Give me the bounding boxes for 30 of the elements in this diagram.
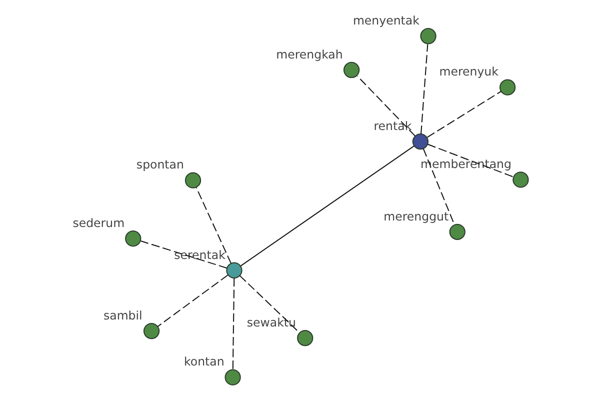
node-label: menyentak — [352, 14, 420, 28]
node-circle — [125, 230, 142, 247]
node-label: merenyuk — [439, 64, 498, 79]
node-circle — [512, 172, 529, 188]
node-circle — [297, 330, 314, 346]
node-circle — [343, 62, 360, 78]
node-circle — [420, 28, 436, 44]
node-circle — [499, 79, 516, 96]
node-label: merengkah — [276, 47, 343, 62]
node-label: sederum — [72, 216, 125, 230]
node-label: rentak — [374, 118, 412, 133]
node-label: spontan — [136, 158, 184, 172]
node-label: kontan — [184, 354, 224, 369]
node-circle — [224, 369, 241, 386]
node-label: sewaktu — [246, 315, 296, 330]
connector — [427, 91, 502, 138]
connector — [232, 278, 235, 370]
node-circle — [412, 133, 429, 150]
node-circle — [143, 322, 160, 340]
connector — [422, 148, 455, 225]
connector — [357, 76, 416, 136]
node-circle — [449, 224, 466, 240]
connector — [420, 44, 428, 134]
connector — [157, 274, 228, 327]
node-label: merenggut — [384, 209, 449, 224]
connector — [239, 275, 300, 333]
node-circle — [184, 172, 202, 188]
connector — [240, 146, 414, 266]
node-circle — [226, 262, 242, 278]
node-label: sambil — [104, 308, 142, 322]
